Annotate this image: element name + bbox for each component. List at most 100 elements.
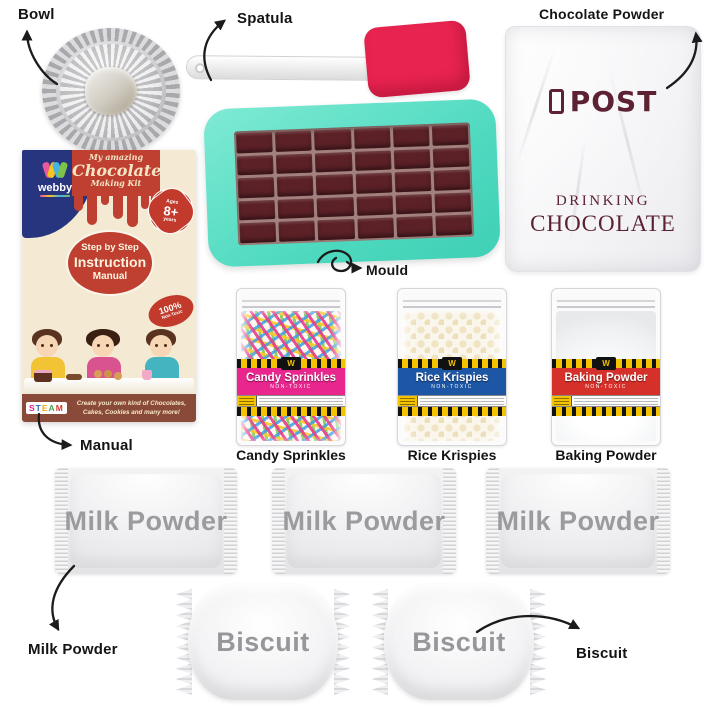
pouch-title: Candy Sprinkles <box>245 372 337 385</box>
sachet-crimp-edge <box>55 468 68 574</box>
rice-krispies-pouch: W Rice Krispies NON-TOXIC <box>397 288 507 446</box>
ziplock-seal <box>403 300 501 308</box>
chocolate-cell <box>275 130 313 152</box>
webby-logo-chip: W <box>281 357 301 370</box>
chocolate-cell <box>276 175 314 197</box>
manual-label: Manual <box>80 437 133 454</box>
biscuit-label-text: Biscuit <box>412 626 506 657</box>
ziplock-seal <box>557 300 655 308</box>
biscuit-label: Biscuit <box>576 645 628 662</box>
ziplock-seal <box>242 300 340 308</box>
chocolate-mould <box>203 98 501 268</box>
sachet-crimp-edge <box>443 468 456 574</box>
sachet-crimp-edge <box>486 468 499 574</box>
chocolate-cell <box>239 222 277 244</box>
chocolate-cell <box>238 199 276 221</box>
fine-print <box>398 395 506 407</box>
drinking-text: DRINKING <box>555 193 651 209</box>
milk-powder-sachet: Milk Powder <box>486 468 670 574</box>
chocolate-cell <box>432 147 470 169</box>
banner-tagline-top: My amazing <box>88 152 144 162</box>
milk-powder-label: Milk Powder <box>28 641 118 658</box>
manual-footer-band: STEAM Create your own kind of Chocolates… <box>22 394 196 422</box>
ages-badge: Ages 8+ years <box>141 181 201 241</box>
milk-powder-sachet: Milk Powder <box>55 468 237 574</box>
chocolate-cell <box>353 127 391 149</box>
pouch-title: Baking Powder <box>564 372 648 385</box>
sachet-label-text: Milk Powder <box>64 505 228 536</box>
chocolate-cell <box>433 169 471 191</box>
pouch-subtitle: NON-TOXIC <box>431 384 473 391</box>
mould-arrow <box>345 260 363 274</box>
chocolate-cell <box>236 132 273 153</box>
baking-powder-caption: Baking Powder <box>555 447 657 463</box>
spatula-handle <box>185 55 385 81</box>
sachet-label-text: Milk Powder <box>496 505 660 536</box>
pouch-subtitle: NON-TOXIC <box>270 384 312 391</box>
biscuit-pack: Biscuit <box>372 584 546 700</box>
banner-tagline-bottom: Making Kit <box>90 178 142 189</box>
post-logo: POST <box>506 85 700 118</box>
chocolate-cell <box>431 124 469 146</box>
webby-logo-chip: W <box>442 357 462 370</box>
chocolate-cell <box>392 126 430 147</box>
chocolate-cell <box>434 192 472 214</box>
milk-powder-sachet: Milk Powder <box>272 468 456 574</box>
manual-footer-text: Create your own kind of Chocolates, Cake… <box>76 399 186 416</box>
webby-logo-chip: W <box>596 357 616 370</box>
webby-brand-text: webby <box>37 182 73 194</box>
chocolate-cell <box>316 174 353 196</box>
rice-krispies-caption: Rice Krispies <box>407 447 497 463</box>
chocolate-text: CHOCOLATE <box>530 211 676 236</box>
post-brand-text: POST <box>569 85 658 118</box>
pouch-title: Rice Krispies <box>415 372 489 385</box>
spatula-label: Spatula <box>237 10 293 27</box>
chocolate-drip-banner: My amazing Chocolate Making Kit <box>72 150 162 227</box>
sachet-crimp-edge <box>657 468 670 574</box>
chocolate-cell <box>354 150 392 172</box>
pouch-subtitle: NON-TOXIC <box>585 384 627 391</box>
chocolate-cell <box>396 216 433 238</box>
chocolate-cell <box>278 220 316 242</box>
bowl-label: Bowl <box>18 6 55 23</box>
steam-badge: STEAM <box>26 402 67 414</box>
biscuit-pack: Biscuit <box>176 584 350 700</box>
sachet-crimp-edge <box>272 468 285 574</box>
spatula-head <box>363 19 471 99</box>
mould-label: Mould <box>366 262 409 278</box>
fine-print <box>237 395 345 407</box>
post-logo-icon <box>548 89 564 114</box>
chocolate-cell <box>393 148 431 170</box>
foil-bowl <box>42 28 180 154</box>
sachet-label-text: Milk Powder <box>282 505 446 536</box>
chocolate-bar-grid <box>233 122 475 246</box>
spatula-hanging-hole <box>194 63 206 74</box>
chocolate-cell <box>315 151 353 173</box>
chocolate-cell <box>314 129 352 150</box>
instruction-manual-box: webby My amazing Chocolate Making Kit Ag… <box>22 150 201 422</box>
biscuit-label-text: Biscuit <box>216 626 310 657</box>
chocolate-cell <box>395 193 433 215</box>
chocolate-cell <box>276 153 313 175</box>
chocolate-cell <box>277 198 315 220</box>
sachet-crimp-edge <box>224 468 237 574</box>
chocolate-powder-bag: POST DRINKING CHOCOLATE <box>505 26 701 272</box>
chocolate-cell <box>316 196 354 218</box>
banner-title: Chocolate <box>72 160 162 180</box>
candy-sprinkles-caption: Candy Sprinkles <box>236 447 346 463</box>
chocolate-powder-label: Chocolate Powder <box>539 6 665 22</box>
instruction-oval: Step by Step Instruction Manual <box>68 232 152 294</box>
chocolate-cell <box>317 219 355 241</box>
chocolate-cell <box>394 171 432 193</box>
chocolate-cell <box>237 177 275 199</box>
chocolate-cell <box>355 172 393 194</box>
chocolate-cell <box>356 195 393 217</box>
candy-sprinkles-pouch: W Candy Sprinkles NON-TOXIC <box>236 288 346 446</box>
chocolate-cell <box>356 217 394 239</box>
fine-print <box>552 395 660 407</box>
baking-powder-pouch: W Baking Powder NON-TOXIC <box>551 288 661 446</box>
milk-powder-arrow <box>48 564 76 632</box>
chocolate-cell <box>435 214 473 236</box>
webby-logo: webby <box>30 161 80 197</box>
